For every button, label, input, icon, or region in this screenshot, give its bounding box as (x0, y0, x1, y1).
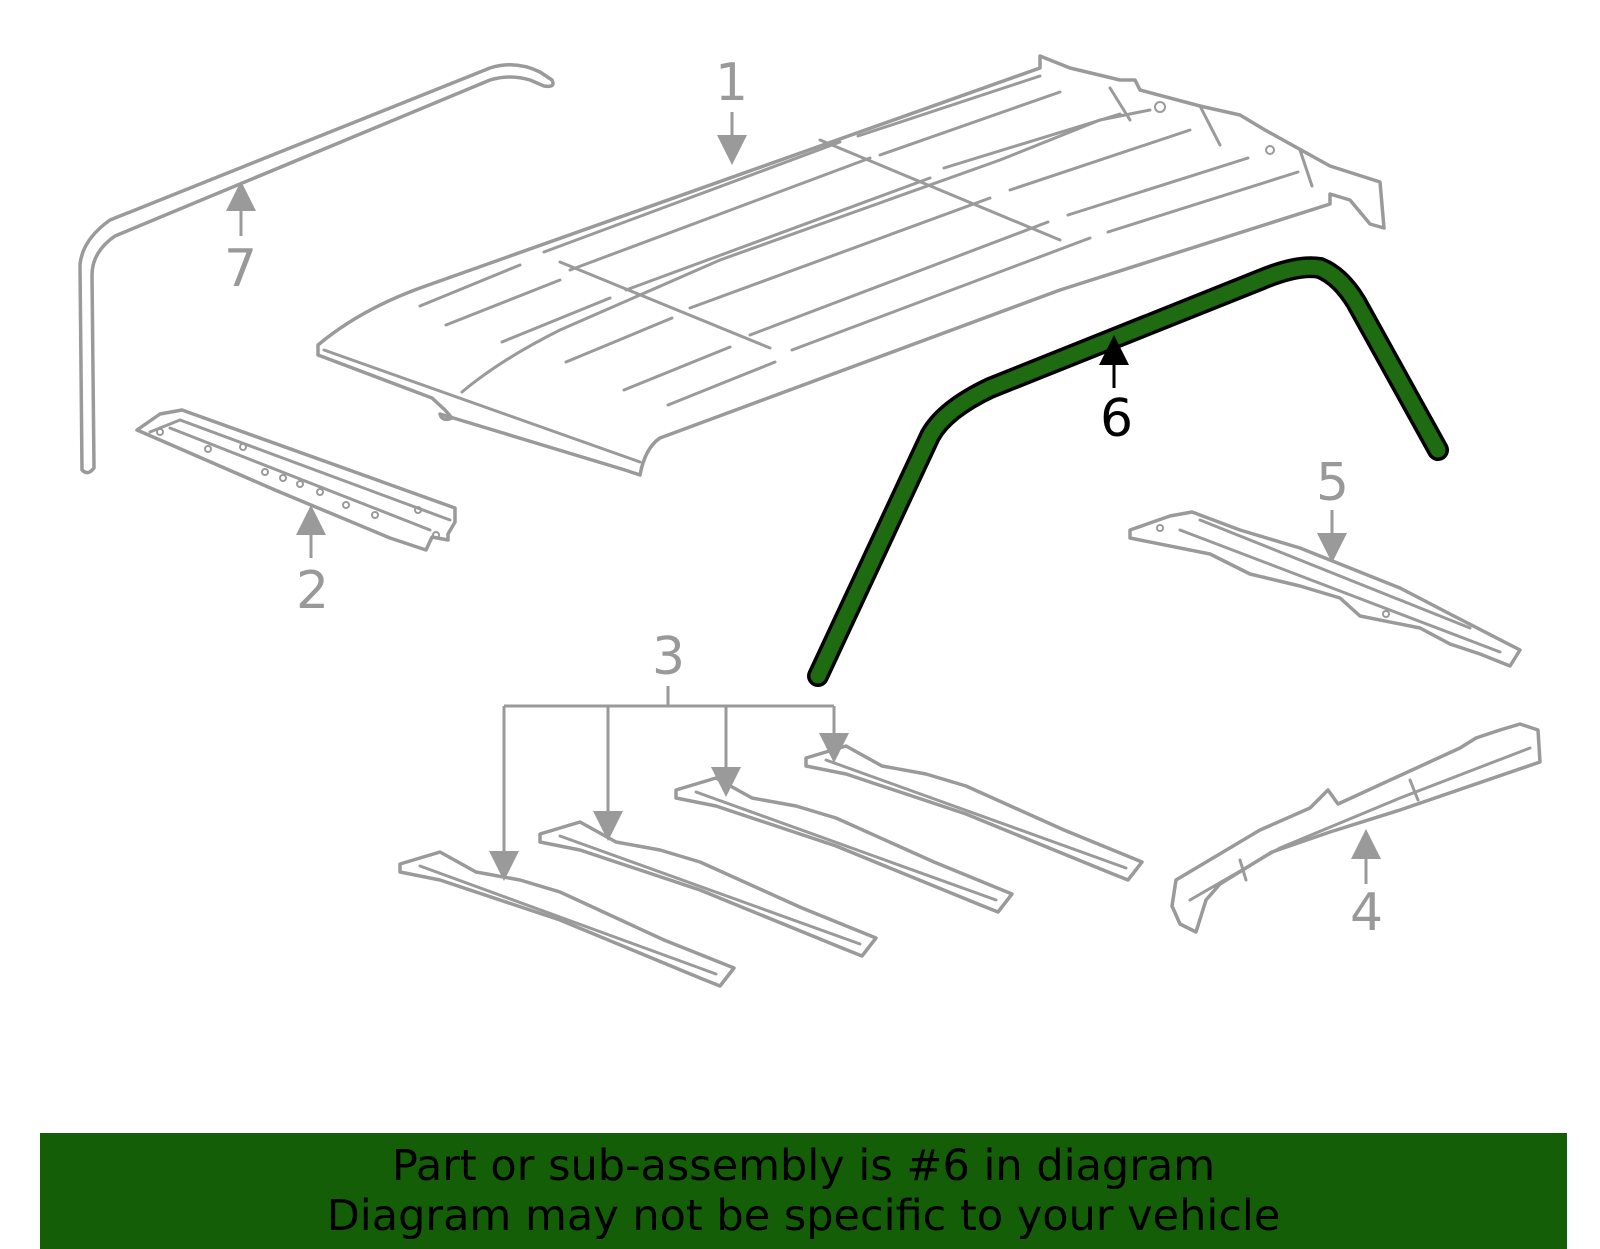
info-banner: Part or sub-assembly is #6 in diagram Di… (40, 1133, 1567, 1249)
weatherstrip-fill (810, 259, 1446, 684)
callout-labels: 1 2 3 4 5 6 7 (224, 53, 1383, 943)
callout-4: 4 (1350, 883, 1383, 943)
callout-5: 5 (1316, 453, 1349, 513)
part-1-roof-panel[interactable] (316, 54, 1386, 477)
callout-6: 6 (1100, 389, 1133, 449)
banner-line-1: Part or sub-assembly is #6 in diagram (391, 1141, 1216, 1191)
part-2-front-header[interactable] (135, 408, 457, 552)
part-5-rear-header[interactable] (1128, 510, 1522, 668)
callout-2: 2 (296, 561, 329, 621)
part-6-weatherstrip[interactable] (807, 256, 1449, 687)
callout-arrows (226, 112, 1381, 884)
part-3-roof-bows[interactable] (398, 744, 1144, 988)
part-7-drip-molding[interactable] (78, 63, 555, 475)
roof-ribs (418, 74, 1300, 407)
banner-line-2: Diagram may not be specific to your vehi… (326, 1191, 1281, 1241)
callout-1: 1 (715, 53, 748, 113)
part-4-side-rail[interactable] (1170, 722, 1542, 934)
header-holes (156, 428, 440, 539)
callout-3: 3 (652, 627, 685, 687)
callout-7: 7 (224, 239, 257, 299)
